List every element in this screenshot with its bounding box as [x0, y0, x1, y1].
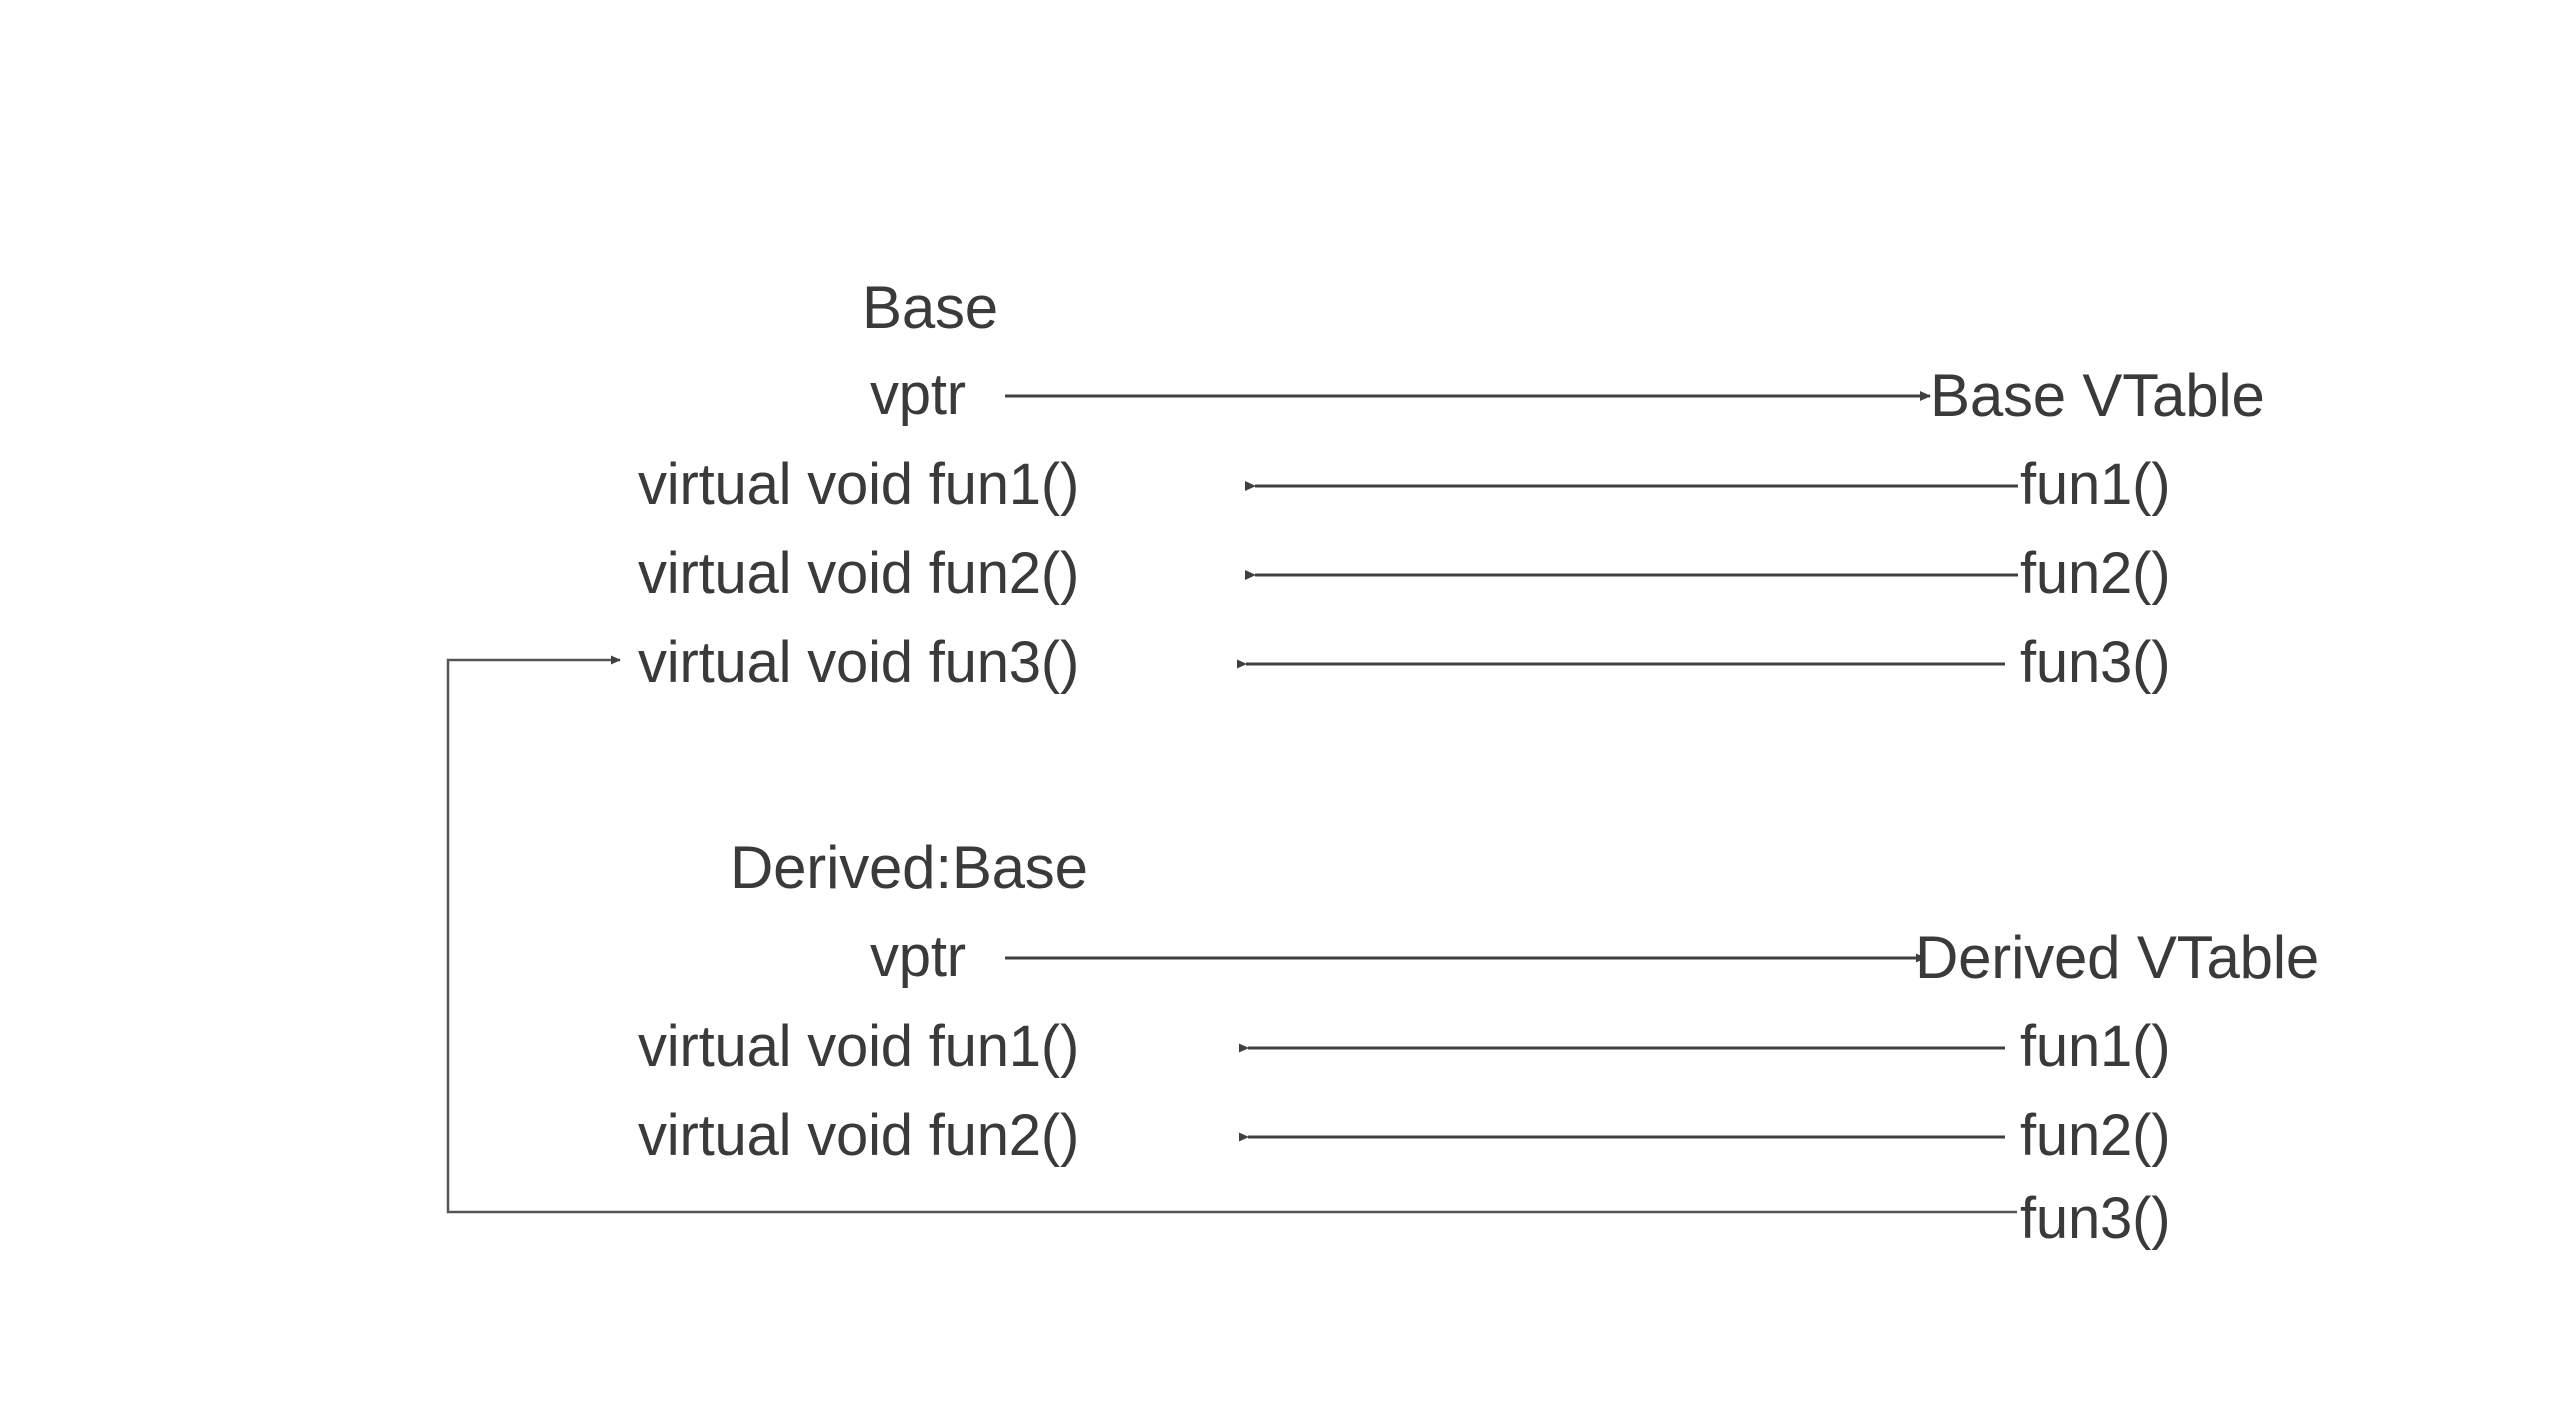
base-member-fun1: virtual void fun1()	[638, 452, 1080, 517]
derived-vtable-entry-fun3: fun3()	[2020, 1186, 2171, 1251]
derived-member-fun2: virtual void fun2()	[638, 1103, 1080, 1168]
base-vtable-title: Base VTable	[1930, 362, 2265, 429]
base-vtable-entry-fun2: fun2()	[2020, 541, 2171, 606]
derived-vtable-entry-fun2: fun2()	[2020, 1103, 2171, 1168]
derived-class-title: Derived:Base	[730, 834, 1088, 901]
derived-vtable-title: Derived VTable	[1915, 924, 2320, 991]
derived-member-fun1: virtual void fun1()	[638, 1014, 1080, 1079]
base-member-fun3: virtual void fun3()	[638, 630, 1080, 695]
base-class-title: Base	[862, 274, 998, 341]
derived-vtable-entry-fun1: fun1()	[2020, 1014, 2171, 1079]
derived-vptr-label: vptr	[870, 924, 966, 989]
base-vtable-entry-fun1: fun1()	[2020, 452, 2171, 517]
base-vtable-entry-fun3: fun3()	[2020, 630, 2171, 695]
base-member-fun2: virtual void fun2()	[638, 541, 1080, 606]
base-vptr-label: vptr	[870, 362, 966, 427]
